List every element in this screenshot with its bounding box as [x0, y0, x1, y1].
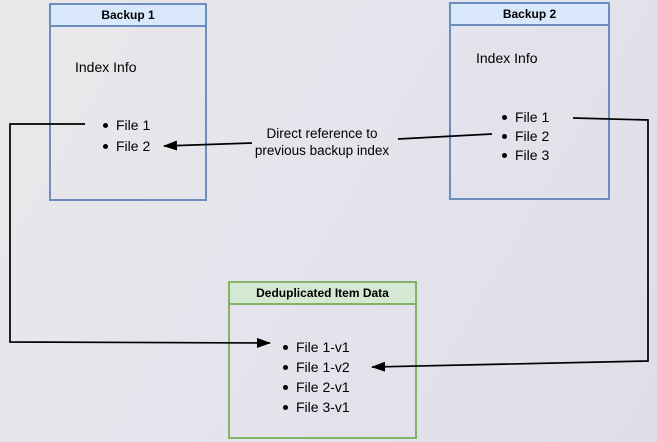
direct-reference-arrow-segment-left	[163, 140, 253, 151]
direct-reference-label-line2: previous backup index	[255, 143, 390, 158]
backup1-node: Backup 1 Index Info File 1 File 2	[49, 3, 207, 201]
backup1-file-list: File 1 File 2	[103, 115, 150, 157]
list-item: File 3-v1	[283, 397, 350, 417]
backup2-index-info-label: Index Info	[476, 50, 538, 66]
backup2-title: Backup 2	[451, 4, 608, 26]
backup2-file1-to-dedup-arrow	[371, 117, 649, 372]
list-item: File 1-v1	[283, 337, 350, 357]
list-item: File 1-v2	[283, 357, 350, 377]
list-item: File 1	[502, 108, 549, 127]
backup1-index-info-label: Index Info	[75, 59, 137, 75]
list-item: File 2	[502, 127, 549, 146]
list-item: File 3	[502, 146, 549, 165]
list-item: File 2-v1	[283, 377, 350, 397]
list-item: File 2	[103, 136, 150, 157]
backup2-node: Backup 2 Index Info File 1 File 2 File 3	[449, 2, 610, 200]
direct-reference-arrow-segment-right	[397, 133, 493, 140]
deduplicated-item-data-node: Deduplicated Item Data File 1-v1 File 1-…	[228, 281, 417, 439]
backup1-file1-to-dedup-arrow	[9, 123, 271, 348]
dedup-title: Deduplicated Item Data	[230, 283, 415, 305]
dedup-file-list: File 1-v1 File 1-v2 File 2-v1 File 3-v1	[283, 337, 350, 417]
direct-reference-label-line1: Direct reference to	[266, 126, 377, 141]
list-item: File 1	[103, 115, 150, 136]
backup2-file-list: File 1 File 2 File 3	[502, 108, 549, 165]
backup1-title: Backup 1	[51, 5, 205, 27]
